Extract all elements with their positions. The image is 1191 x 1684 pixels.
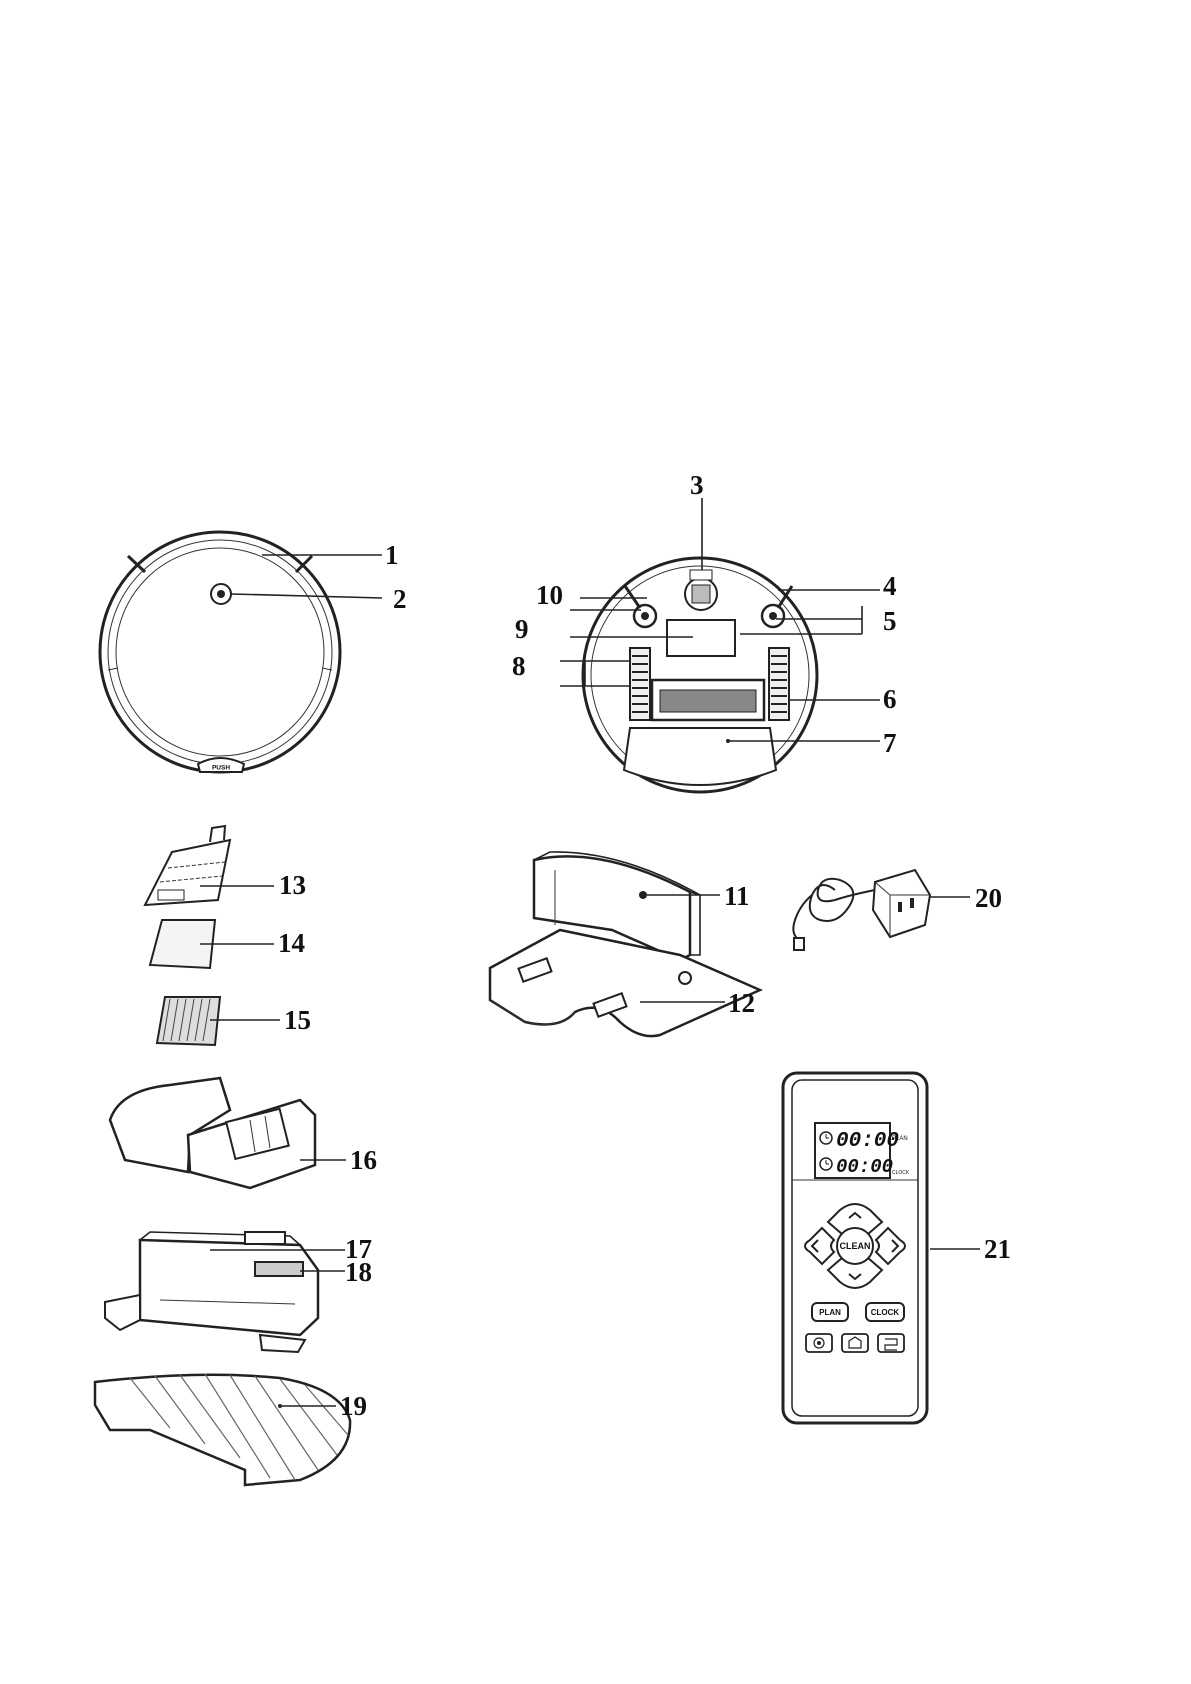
clock-icon [819,1157,833,1171]
plan-time-readout: 00:00 [836,1130,899,1153]
callout-4: 4 [883,571,897,601]
plan-button[interactable] [811,1302,849,1322]
edge-clean-icon [884,1338,898,1351]
chevron-left-icon [810,1239,819,1253]
clock-button-label: CLOCK [871,1308,900,1317]
hepa-filter: 15 [155,996,311,1047]
home-dock-button[interactable] [841,1333,869,1353]
callout-1: 1 [385,540,399,570]
filter-frame: 13 [143,824,306,907]
alarm-clock-icon [819,1131,833,1145]
plan-button-label: PLAN [819,1308,841,1317]
callout-2: 2 [393,584,407,614]
callout-11: 11 [724,881,750,911]
callout-8: 8 [512,651,526,681]
callout-5: 5 [883,606,897,636]
power-adapter: 20 [792,868,1002,951]
dust-bin: 16 [108,1076,377,1190]
callout-14: 14 [278,928,305,958]
plan-indicator: PLAN [892,1136,908,1142]
callout-12: 12 [728,988,755,1018]
filter-sponge: 14 [148,919,305,970]
callout-13: 13 [279,870,306,900]
left-button[interactable] [804,1226,836,1266]
clock-indicator: CLOCK [892,1170,910,1176]
clock-time-readout: 00:00 [836,1156,893,1178]
callout-20: 20 [975,883,1002,913]
push-label: PUSH [212,765,230,772]
callout-18: 18 [345,1257,372,1287]
charging-dock: 11 12 [488,851,764,1038]
spot-clean-icon [813,1337,825,1349]
callout-19: 19 [340,1391,367,1421]
spot-clean-button[interactable] [805,1333,833,1353]
chevron-down-icon [848,1273,862,1281]
callout-17: 17 [345,1234,372,1264]
remote-control: 00:00 00:00 PLAN CLOCK CLEAN PLAN CLOCK [781,1071,1011,1425]
clock-button[interactable] [865,1302,905,1322]
clean-button-label: CLEAN [840,1241,871,1251]
callout-7: 7 [883,728,897,758]
robot-bottom-view: 3 4 5 6 7 8 9 10 [512,470,897,794]
clean-button[interactable] [836,1227,874,1265]
mop-cloth: 19 [93,1373,367,1487]
callout-9: 9 [515,614,529,644]
callout-3: 3 [690,470,704,500]
chevron-up-icon [848,1211,862,1219]
robot-top-view: PUSH 1 2 [98,530,407,774]
callout-21: 21 [984,1234,1011,1264]
edge-clean-button[interactable] [877,1333,905,1353]
callout-15: 15 [284,1005,311,1035]
home-dock-icon [848,1336,862,1349]
chevron-right-icon [891,1239,900,1253]
callout-6: 6 [883,684,897,714]
callout-10: 10 [536,580,563,610]
dpad: CLEAN [804,1203,906,1289]
water-tank: 17 18 [104,1231,372,1354]
callout-16: 16 [350,1145,377,1175]
right-button[interactable] [874,1226,906,1266]
